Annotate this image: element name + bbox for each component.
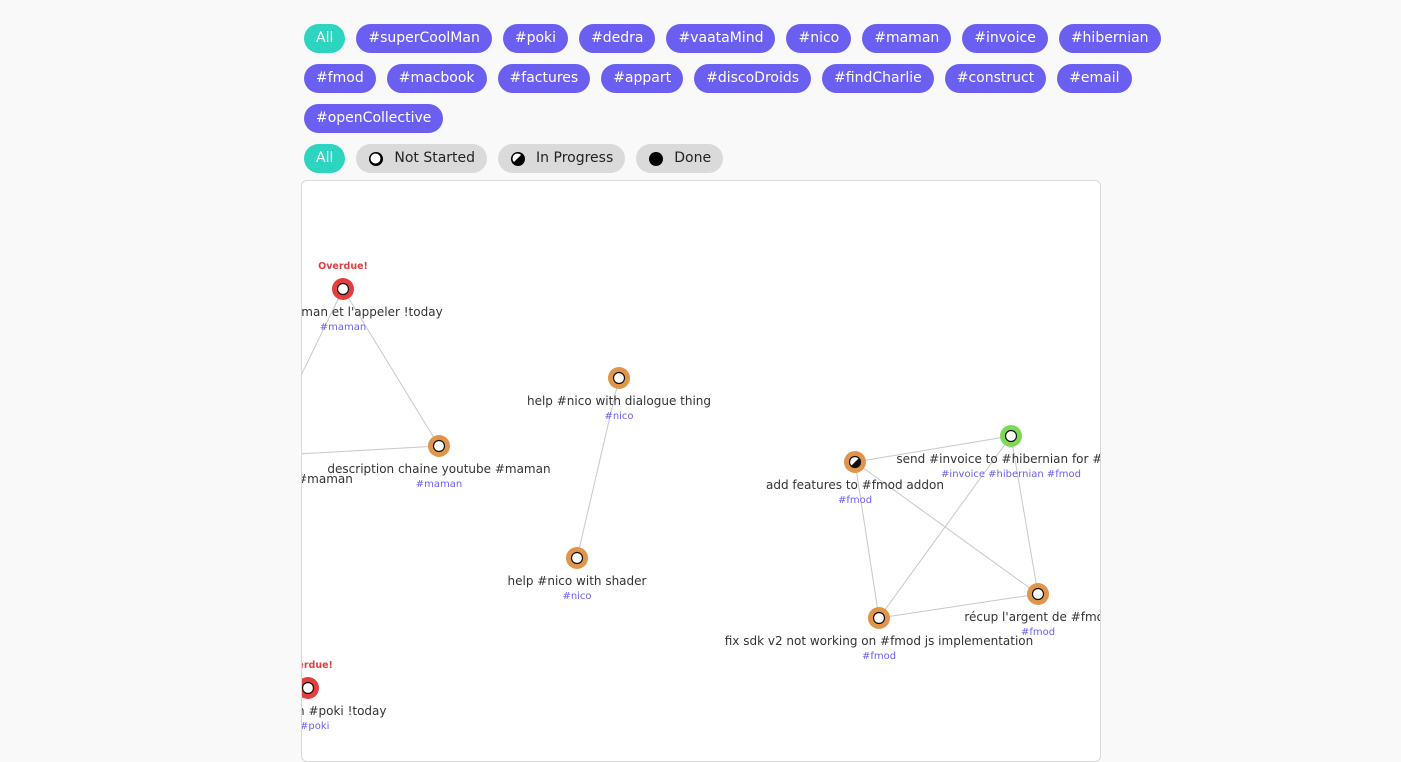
tag-filter-discoDroids[interactable]: #discoDroids xyxy=(694,64,812,93)
done-icon xyxy=(649,151,664,166)
tag-filter-construct[interactable]: #construct xyxy=(944,64,1047,93)
task-label: help #nico with dialogue thing xyxy=(526,394,712,408)
task-graph-svg xyxy=(302,278,1049,699)
graph-edge xyxy=(342,288,440,447)
overdue-label: Overdue! xyxy=(302,660,333,671)
task-label: récup l'argent de #fmod xyxy=(964,610,1101,624)
tag-filter-all[interactable]: All xyxy=(304,24,346,53)
task-label: fix sdk v2 not working on #fmod js imple… xyxy=(724,634,1034,648)
task-node-fmod-addon[interactable] xyxy=(844,451,866,473)
task-label: add features to #fmod addon xyxy=(766,478,944,492)
tag-filter-poki[interactable]: #poki xyxy=(502,24,569,53)
tag-filter-openCollective[interactable]: #openCollective xyxy=(304,104,444,133)
tag-filter-findCharlie[interactable]: #findCharlie xyxy=(822,64,934,93)
tag-filter-hibernian[interactable]: #hibernian xyxy=(1058,24,1161,53)
tag-filter-row-2: #fmod #macbook #factures #appart #discoD… xyxy=(304,64,1132,93)
overdue-label: Overdue! xyxy=(318,261,368,272)
graph-edge xyxy=(878,435,1012,619)
status-filter-in-progress-label: In Progress xyxy=(536,150,614,166)
status-filter-done-label: Done xyxy=(674,150,712,166)
task-tags: #maman xyxy=(415,479,463,490)
task-node-nico-shader[interactable] xyxy=(566,547,588,569)
graph-edge xyxy=(576,377,620,559)
task-label: send #invoice to #hibernian for #fmo xyxy=(896,452,1100,466)
status-filter-not-started-label: Not Started xyxy=(394,150,476,166)
task-node-maman-call[interactable] xyxy=(332,278,354,300)
status-filter-row: All Not Started In Progress Done xyxy=(304,144,724,173)
tag-filter-row-3: #openCollective xyxy=(304,104,444,133)
graph-edge xyxy=(878,593,1039,619)
task-label: ra games on #poki !today xyxy=(302,704,387,718)
task-tags: #maman xyxy=(319,322,367,333)
task-label: help #nico with shader xyxy=(507,574,647,588)
tag-filter-appart[interactable]: #appart xyxy=(601,64,684,93)
tag-filter-dedra[interactable]: #dedra xyxy=(579,24,656,53)
tag-filter-fmod[interactable]: #fmod xyxy=(304,64,376,93)
tag-filter-row-1: All #superCoolMan #poki #dedra #vaataMin… xyxy=(304,24,1161,53)
graph-edge xyxy=(854,435,1012,463)
graph-edge xyxy=(854,461,1039,595)
status-filter-done[interactable]: Done xyxy=(636,144,724,173)
task-label: s de #maman et l'appeler !today xyxy=(301,305,443,319)
not-started-icon xyxy=(369,151,384,166)
task-tags: #fmod xyxy=(861,651,897,662)
tag-filter-superCoolMan[interactable]: #superCoolMan xyxy=(356,24,492,53)
tag-filter-nico[interactable]: #nico xyxy=(786,24,852,53)
graph-edge xyxy=(1010,435,1039,595)
task-label: description chaine youtube #maman xyxy=(327,462,551,476)
tag-filter-invoice[interactable]: #invoice xyxy=(962,24,1048,53)
task-label: #maman xyxy=(301,472,353,486)
tag-filter-macbook[interactable]: #macbook xyxy=(386,64,487,93)
status-filter-not-started[interactable]: Not Started xyxy=(356,144,488,173)
task-tags: #fmod xyxy=(1020,627,1056,638)
task-node-invoice[interactable] xyxy=(1000,425,1022,447)
graph-edge xyxy=(302,288,344,375)
task-node-fmod-sdk[interactable] xyxy=(868,607,890,629)
task-tags: #nico xyxy=(604,411,634,422)
task-tags: ra #poki xyxy=(301,721,330,732)
status-filter-all-label: All xyxy=(316,150,334,166)
tag-filter-vaataMind[interactable]: #vaataMind xyxy=(666,24,776,53)
tag-filter-email[interactable]: #email xyxy=(1057,64,1132,93)
task-graph-canvas[interactable]: Overdue! s de #maman et l'appeler !today #… xyxy=(301,180,1101,762)
task-tags: #fmod xyxy=(837,495,873,506)
task-node-desc-youtube[interactable] xyxy=(428,435,450,457)
graph-edge xyxy=(854,461,880,619)
task-node-poki-games[interactable] xyxy=(302,677,319,699)
status-filter-all[interactable]: All xyxy=(304,144,346,173)
tag-filter-factures[interactable]: #factures xyxy=(497,64,591,93)
task-node-fmod-argent[interactable] xyxy=(1027,583,1049,605)
in-progress-icon xyxy=(511,151,526,166)
task-tags: #invoice #hibernian #fmod xyxy=(941,469,1081,480)
task-node-nico-dialogue[interactable] xyxy=(608,367,630,389)
status-filter-in-progress[interactable]: In Progress xyxy=(498,144,626,173)
graph-edge xyxy=(302,445,440,455)
task-tags: #nico xyxy=(562,591,592,602)
tag-filter-maman[interactable]: #maman xyxy=(862,24,952,53)
